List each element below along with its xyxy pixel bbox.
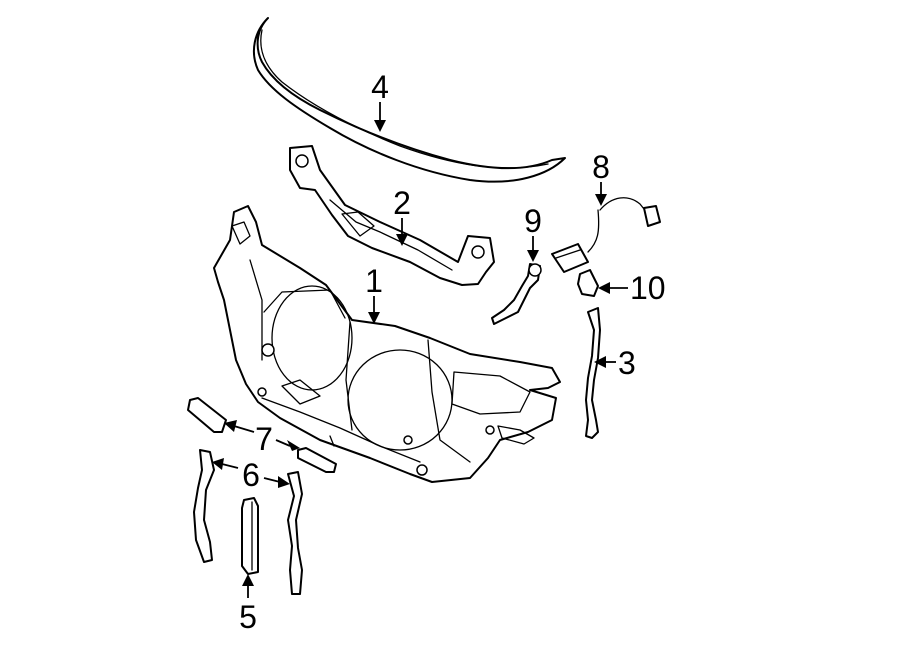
part-2-support-bracket[interactable] — [289, 145, 495, 286]
part-3-side-seal[interactable] — [585, 307, 601, 439]
part-5-vertical-seal[interactable] — [241, 497, 259, 575]
part-8-wiring-harness[interactable] — [551, 197, 661, 273]
callout-1[interactable]: 1 — [365, 263, 383, 299]
leader-9 — [527, 236, 539, 262]
leader-4 — [374, 102, 386, 132]
callout-7[interactable]: 7 — [255, 421, 273, 457]
callout-labels: 4 2 1 9 8 10 3 7 6 5 — [239, 69, 665, 635]
callout-5[interactable]: 5 — [239, 599, 257, 635]
callout-10[interactable]: 10 — [630, 270, 666, 306]
callout-3[interactable]: 3 — [618, 345, 636, 381]
part-10-clip[interactable] — [577, 269, 599, 297]
callout-8[interactable]: 8 — [592, 149, 610, 185]
callout-9[interactable]: 9 — [524, 203, 542, 239]
leader-1 — [368, 296, 380, 324]
leader-5 — [242, 574, 254, 598]
part-6-strip-right[interactable] — [287, 471, 303, 595]
part-9-sensor[interactable] — [491, 263, 542, 325]
part-7-seal-pad-right[interactable] — [297, 447, 337, 473]
leader-8 — [595, 182, 607, 206]
leader-7 — [224, 420, 300, 451]
part-7-seal-pad-left[interactable] — [187, 397, 227, 433]
leaders — [212, 102, 628, 598]
callout-2[interactable]: 2 — [393, 185, 411, 221]
leader-2 — [396, 218, 408, 246]
part-6-strip-left[interactable] — [193, 449, 215, 563]
callout-6[interactable]: 6 — [242, 457, 260, 493]
leader-6 — [212, 458, 290, 488]
leader-3 — [594, 356, 616, 368]
leader-10 — [598, 282, 628, 294]
part-1-radiator-support[interactable] — [213, 205, 561, 483]
callout-4[interactable]: 4 — [371, 69, 389, 105]
part-4-upper-seal[interactable] — [252, 17, 566, 183]
